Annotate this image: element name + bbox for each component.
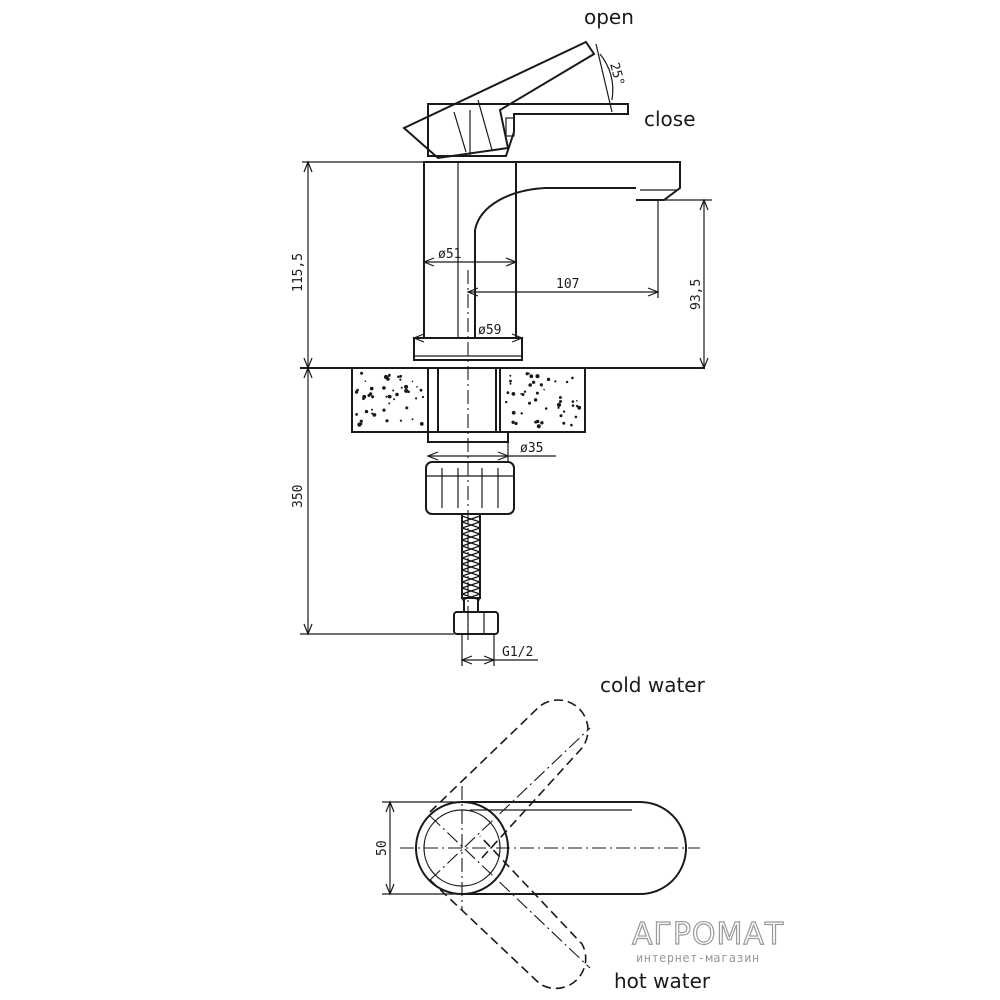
top-view [400, 699, 700, 990]
base-diameter-label: ø59 [478, 323, 501, 338]
dimension-spout-height: 93,5 [664, 198, 712, 370]
dimension-body-diameter: ø51 [422, 247, 518, 267]
open-label: open [584, 5, 634, 29]
dimension-total-height: 115,5 [291, 160, 424, 370]
opening-angle: 25° [595, 43, 627, 113]
angle-label: 25° [606, 61, 627, 88]
dimension-reach: 107 [466, 200, 660, 298]
handle-width-label: 50 [375, 840, 390, 856]
total-height-label: 115,5 [291, 253, 306, 292]
dimension-shank-diameter: ø35 [426, 441, 556, 462]
dimension-thread: G1/2 [460, 634, 538, 666]
hot-water-label: hot water [614, 969, 711, 993]
dimension-handle-width: 50 [375, 800, 462, 896]
dimension-hose-length: 350 [291, 366, 454, 636]
dimension-base-diameter: ø59 [412, 323, 524, 343]
watermark-brand: АГРОМАТ [632, 917, 784, 952]
countertop-section [300, 367, 705, 433]
cold-water-label: cold water [600, 673, 706, 697]
spout-height-label: 93,5 [689, 279, 704, 310]
close-label: close [644, 107, 696, 131]
hose-length-label: 350 [291, 485, 306, 508]
shank-diameter-label: ø35 [520, 441, 543, 456]
watermark-tagline: интернет-магазин [636, 951, 760, 965]
thread-label: G1/2 [502, 645, 533, 660]
reach-label: 107 [556, 277, 579, 292]
lever-handle [402, 40, 629, 160]
watermark: АГРОМАТ интернет-магазин [631, 916, 784, 965]
stone-speckle-pattern [354, 371, 582, 429]
faucet-body [413, 161, 681, 640]
braided-hose-pattern [461, 515, 481, 601]
body-diameter-label: ø51 [438, 247, 461, 262]
